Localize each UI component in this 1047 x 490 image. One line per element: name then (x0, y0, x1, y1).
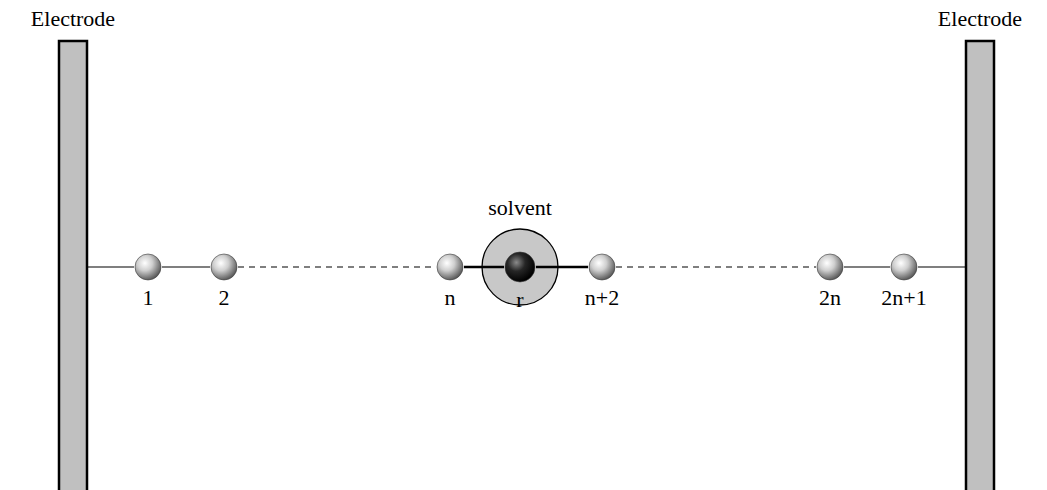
reaction-site: r (504, 251, 536, 283)
sphere-outline (890, 253, 918, 281)
electrode-label: Electrode (938, 7, 1022, 31)
sphere-circle (135, 254, 161, 280)
site-sphere: 2 (210, 253, 238, 281)
sphere-outline (436, 253, 464, 281)
electrode-outline (965, 40, 995, 490)
site-label: n (445, 286, 456, 310)
site-label: 1 (143, 286, 154, 310)
site-sphere: 2n+1 (890, 253, 918, 281)
site-label: r (516, 288, 523, 312)
sphere-circle (817, 254, 843, 280)
dark-outline (504, 251, 536, 283)
sphere-circle (437, 254, 463, 280)
chain-bond (536, 266, 588, 268)
electrode-outline (58, 40, 88, 490)
chain-bond (88, 266, 134, 267)
solvent-shell: solventr (481, 228, 559, 306)
site-label: 2n (819, 286, 841, 310)
site-sphere: 1 (134, 253, 162, 281)
sphere-outline (588, 253, 616, 281)
sphere-outline (134, 253, 162, 281)
electrode-plate: Electrode (965, 40, 995, 490)
site-label: 2 (219, 286, 230, 310)
sphere-outline (816, 253, 844, 281)
electrode-label: Electrode (31, 7, 115, 31)
site-label: 2n+1 (881, 286, 926, 310)
chain-bond (918, 266, 965, 267)
sphere-circle (891, 254, 917, 280)
electrode-plate: Electrode (58, 40, 88, 490)
sphere-circle (505, 252, 535, 282)
site-sphere: n+2 (588, 253, 616, 281)
electrode-rect (966, 41, 994, 490)
sphere-outline (210, 253, 238, 281)
chain-bond (616, 266, 816, 267)
chain-bond (162, 266, 210, 267)
sphere-circle (589, 254, 615, 280)
site-sphere: 2n (816, 253, 844, 281)
site-sphere: n (436, 253, 464, 281)
site-label: n+2 (585, 286, 619, 310)
chain-bond (844, 266, 890, 267)
solvent-label: solvent (488, 196, 552, 220)
chain-bond (464, 266, 504, 268)
sphere-circle (211, 254, 237, 280)
chain-bond (238, 266, 436, 267)
electrode-rect (59, 41, 87, 490)
